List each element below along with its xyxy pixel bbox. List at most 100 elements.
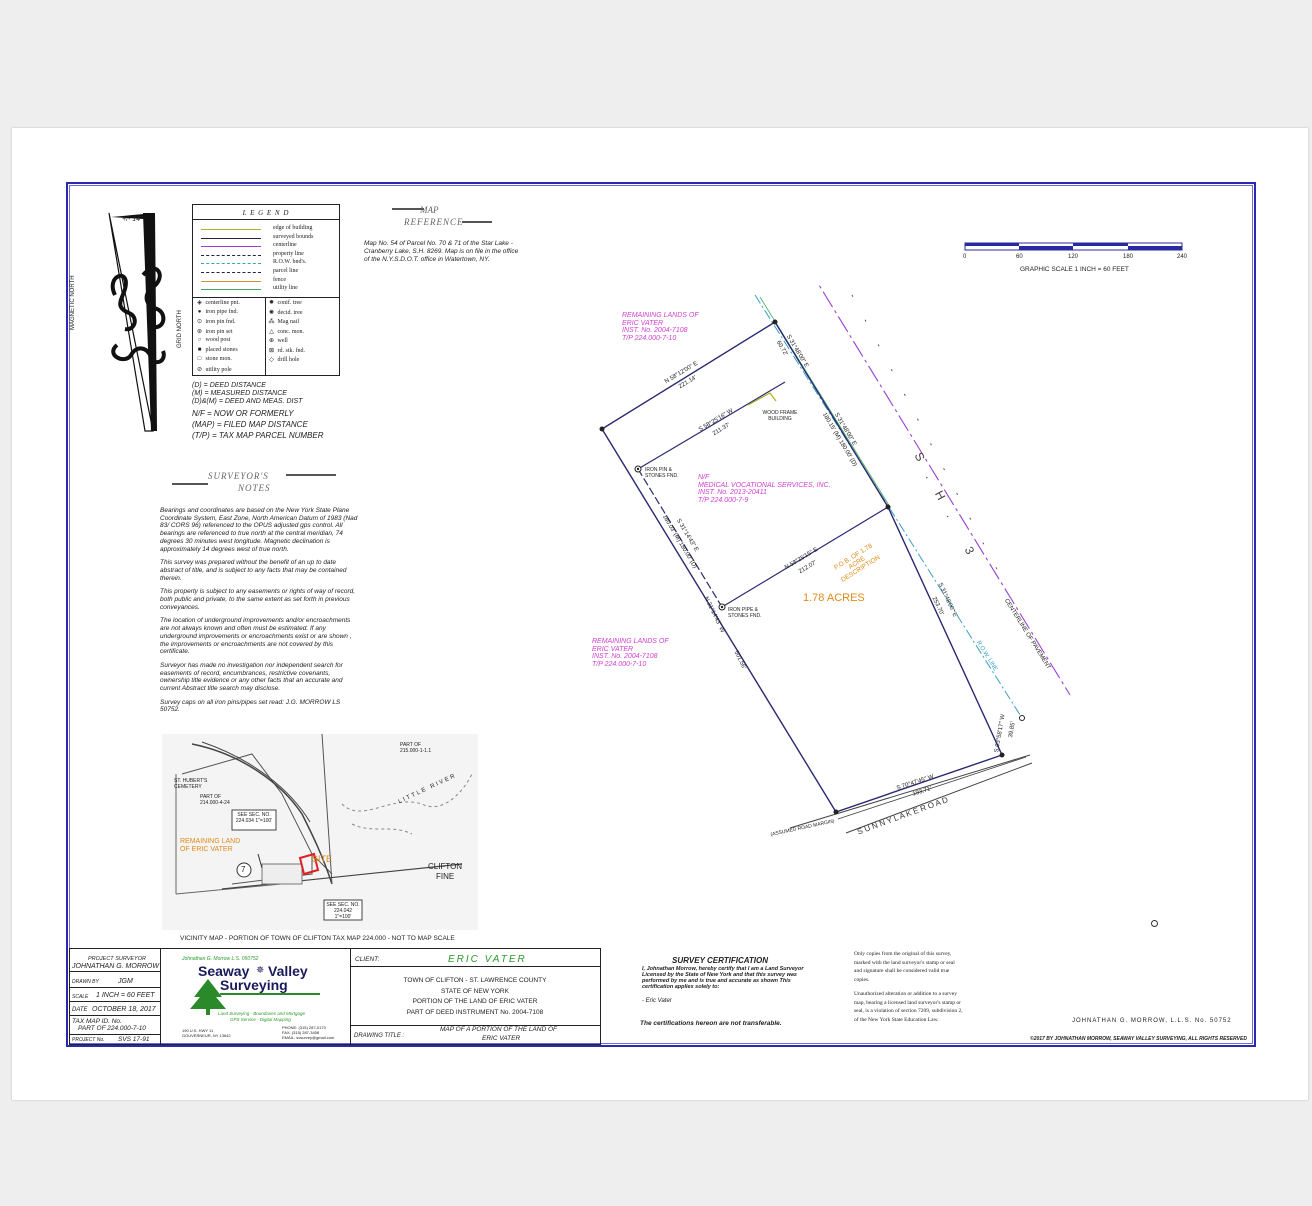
legend-symbol-right: △ conc. mon. — [267, 328, 304, 338]
description-line-1: TOWN OF CLIFTON - ST. LAWRENCE COUNTY — [403, 977, 547, 984]
company-name-seaway: Seaway — [198, 963, 250, 979]
scale-value: 1 INCH = 60 FEET — [96, 992, 155, 999]
legend-symbol-label: wood post — [204, 337, 231, 343]
legend-line-row: R.O.W. bnd's. — [197, 259, 335, 267]
legend-symbol-icon: ■ — [197, 346, 202, 353]
legend-symbol-right: ✹ conif. tree — [267, 299, 302, 309]
company-address: 190 U.S. HWY 11 GOUVERNEUR, NY 13642 — [182, 1028, 231, 1038]
copy-notice-alteration: Unauthorized alteration or addition to a… — [854, 991, 963, 1023]
drawing-title-line-2: ERIC VATER — [482, 1035, 521, 1042]
abbrev-tp: (T/P) = TAX MAP PARCEL NUMBER — [192, 431, 324, 440]
legend-symbol-label: iron pin set — [204, 328, 233, 335]
legend-symbol-icon: ✺ — [268, 309, 275, 316]
copyright-notice: ©2017 BY JOHNATHAN MORROW, SEAWAY VALLEY… — [1030, 1036, 1247, 1042]
legend-line-sample — [201, 263, 261, 265]
scale-tick-180: 180 — [1123, 254, 1134, 260]
legend-symbol-left: ● iron pipe fnd. — [195, 309, 238, 319]
vicinity-site-label: SITE — [312, 854, 333, 864]
scale-tick-240: 240 — [1177, 254, 1188, 260]
legend-line-label: utility line — [273, 285, 298, 292]
magnetic-north-label: MAGNETIC NORTH — [70, 275, 76, 330]
legend-symbol-left: ⊛ iron pin set — [195, 328, 233, 338]
certification-body: I, Johnathan Morrow, hereby certify that… — [642, 966, 804, 990]
legend-symbol-label: decid. tree — [276, 309, 303, 316]
legend-symbol-right: ⊕ well — [267, 337, 288, 347]
note-investigation: Surveyor has made no investigation nor i… — [160, 661, 343, 693]
client-label: CLIENT: — [355, 956, 380, 963]
vicinity-clifton: CLIFTON — [428, 862, 463, 871]
legend-symbol-icon: ◇ — [269, 357, 274, 363]
tax-map-label: TAX MAP ID. No. — [72, 1018, 122, 1025]
remaining-top-line-4: T/P 224.000-7-10 — [622, 334, 677, 342]
legend-symbol-icon: ○ — [197, 337, 202, 343]
legend-symbol-label: stone mon. — [204, 356, 232, 362]
legend-line-sample — [201, 246, 261, 248]
legend-symbol-right: ⊠ rd. stk. fnd. — [267, 347, 305, 357]
date-value: OCTOBER 18, 2017 — [92, 1006, 156, 1013]
vicinity-part-2: PART OF 215.000-1-1.1 — [400, 742, 432, 754]
description-line-4: PART OF DEED INSTRUMENT No. 2004-7108 — [406, 1008, 544, 1016]
tax-map-value: PART OF 224.000-7-10 — [78, 1025, 146, 1032]
legend-symbol-left: ⊙ iron pin fnd. — [195, 318, 235, 328]
remaining-bottom-line-1: REMAINING LANDS OF — [592, 638, 669, 645]
note-abstract: This survey was prepared without the ben… — [160, 559, 347, 582]
company-contact: PHONE: (315) 287-0170 FAX: (315) 287-345… — [282, 1025, 334, 1040]
company-license-line: Johnathan G. Morrow L.S. 050752 — [182, 956, 259, 962]
pine-tree-logo-icon — [190, 979, 226, 1015]
legend-symbol-icon: ● — [197, 308, 202, 315]
abbrev-measured: (M) = MEASURED DISTANCE — [192, 390, 287, 397]
legend-line-row: parcel line — [197, 268, 335, 276]
certification-heading: SURVEY CERTIFICATION — [672, 956, 769, 965]
copy-notice: Only copies from the original of this su… — [854, 950, 964, 1024]
project-surveyor-label: PROJECT SURVEYOR — [88, 956, 146, 962]
legend-line-row: fence — [197, 277, 335, 285]
legend-symbol-label: conc. mon. — [276, 328, 305, 335]
grid-north-label: GRID NORTH — [177, 310, 183, 348]
legend-line-row: utility line — [197, 285, 335, 293]
surveyor-license: JOHNATHAN G. MORROW, L.L.S. No. 50752 — [1072, 1018, 1232, 1024]
legend-line-sample — [201, 289, 261, 291]
vicinity-map: ST. HUBERT'S CEMETERY PART OF 214.000-4-… — [162, 733, 478, 930]
drawing-title-line-1: MAP OF A PORTION OF THE LAND OF — [440, 1026, 558, 1033]
vicinity-map-drawing — [175, 733, 473, 921]
company-name-valley: Valley — [268, 963, 308, 979]
legend-symbol-left: ⊘ utility pole — [195, 366, 232, 376]
iron-pipe-label: IRON PIPE & STONES FND. — [728, 607, 762, 619]
drawn-by-label: DRAWN BY — [72, 979, 99, 985]
legend-symbol-label: rd. stk. fnd. — [276, 347, 306, 354]
abbrev-nf: N/F = NOW OR FORMERLY — [192, 409, 294, 418]
legend-line-row: surveyed bounds — [197, 234, 335, 242]
legend-symbol-left: ○ wood post — [195, 337, 231, 347]
abbreviations-small: (D) = DEED DISTANCE (M) = MEASURED DISTA… — [192, 382, 302, 406]
map-reference-text: Map No. 54 of Parcel No. 70 & 71 of the … — [364, 240, 519, 263]
company-address-line-1: 190 U.S. HWY 11 — [182, 1028, 214, 1033]
legend-title: L E G E N D — [242, 209, 290, 217]
company-email: EMAIL: svsurvey@gmail.com — [282, 1035, 335, 1040]
legend-line-sample — [201, 237, 261, 239]
drawing-border — [66, 182, 1256, 1047]
legend-symbol-icon: △ — [269, 328, 274, 335]
vicinity-remaining-land: REMAINING LAND OF ERIC VATER — [180, 838, 241, 853]
client-value: ERIC VATER — [448, 954, 527, 965]
company-name-surveying: Surveying — [220, 977, 288, 993]
project-description: TOWN OF CLIFTON - ST. LAWRENCE COUNTY ST… — [360, 976, 590, 1018]
copyright-text: 2017 BY JOHNATHAN MORROW, SEAWAY VALLEY … — [1033, 1036, 1247, 1042]
date-label: DATE — [72, 1007, 88, 1013]
legend-symbol-left: ■ placed stones — [195, 347, 238, 357]
company-tagline-2: GPS Service - Digital Mapping — [230, 1017, 291, 1022]
certification-recipient: - Eric Vater — [642, 998, 672, 1004]
description-line-2: STATE OF NEW YORK — [441, 987, 509, 995]
copyright-icon: © — [1030, 1036, 1034, 1042]
wood-frame-building-label: WOOD FRAME BUILDING — [762, 410, 798, 422]
scale-tick-120: 120 — [1068, 254, 1079, 260]
nf-line-3: INST. No. 2013-20411 — [698, 489, 767, 496]
vicinity-part-1: PART OF 214.000-4-24 — [200, 794, 230, 806]
legend-line-label: fence — [273, 276, 286, 283]
remaining-top-line-3: INST. No. 2004-7108 — [622, 327, 688, 334]
nf-line-1: N/F — [698, 474, 710, 481]
graphic-scale-caption: GRAPHIC SCALE 1 INCH = 60 FEET — [1020, 266, 1129, 273]
legend-line-label: surveyed bounds — [273, 233, 314, 240]
title-block: PROJECT SURVEYOR JOHNATHAN G. MORROW DRA… — [69, 948, 601, 1045]
vicinity-see-sec-2: SEE SEC. NO. 224.042 1"=100' — [326, 902, 360, 920]
